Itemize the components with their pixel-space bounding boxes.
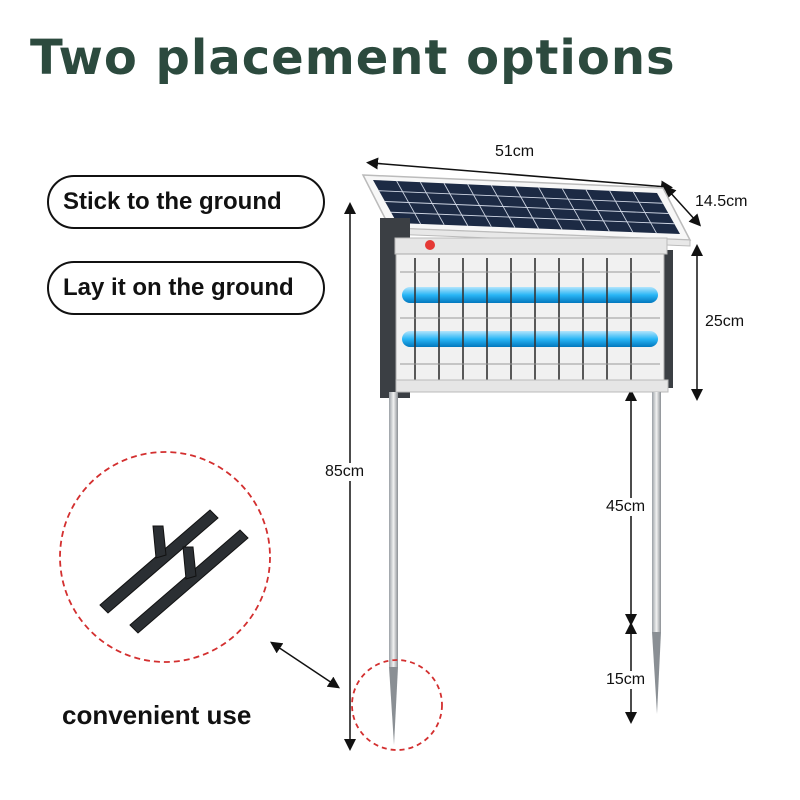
- left-stake: [389, 667, 398, 745]
- width-dimension-line: [366, 157, 673, 193]
- option-stick-to-ground: Stick to the ground: [47, 175, 325, 229]
- left-pole: [389, 392, 398, 667]
- solar-panel-icon: [361, 174, 692, 247]
- base-feet-callout-circle: [59, 451, 271, 663]
- body-height-label: 25cm: [705, 313, 745, 330]
- option-label: Stick to the ground: [63, 188, 282, 215]
- total-height-label: 85cm: [325, 463, 365, 481]
- bug-zapper-icon: [380, 218, 673, 398]
- pole-length-label: 45cm: [606, 498, 646, 516]
- depth-dimension-line: [663, 185, 702, 227]
- page-title: Two placement options: [30, 30, 676, 86]
- option-lay-on-ground: Lay it on the ground: [47, 261, 325, 315]
- base-feet-icon: [99, 509, 249, 634]
- right-pole: [652, 392, 661, 632]
- width-label: 51cm: [495, 143, 535, 160]
- stake-callout-circle: [351, 659, 443, 751]
- option-label: Lay it on the ground: [63, 274, 294, 301]
- stake-length-label: 15cm: [606, 671, 646, 689]
- caption: convenient use: [62, 700, 252, 730]
- right-stake: [652, 632, 661, 714]
- depth-label: 14.5cm: [695, 193, 748, 210]
- callout-arrow: [270, 641, 340, 689]
